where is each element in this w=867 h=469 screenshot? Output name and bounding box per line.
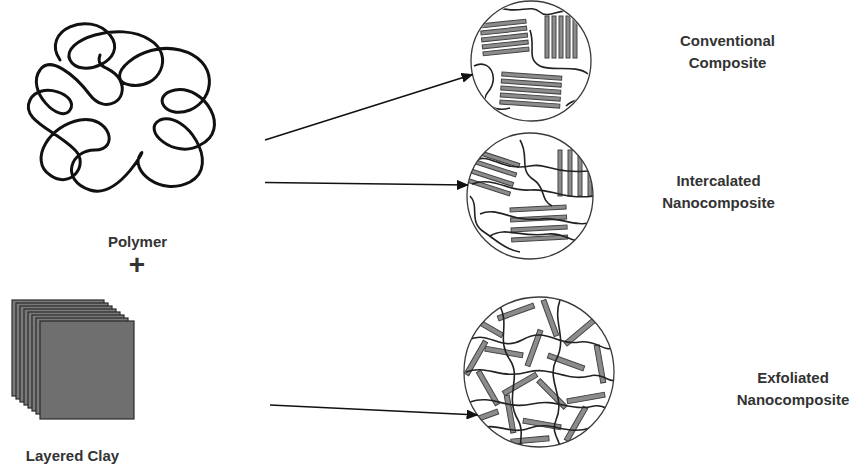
- circle-outline: [470, 0, 592, 122]
- clay-platelet: [567, 392, 605, 404]
- polymer-chain: [474, 64, 510, 109]
- clay-stack: [40, 321, 134, 419]
- clay-tactoid: [502, 72, 562, 80]
- plus-sign: +: [112, 249, 162, 281]
- polymer-chain: [490, 232, 588, 242]
- polymer-chain: [472, 182, 596, 197]
- clay-tactoid: [483, 47, 529, 56]
- process-arrow: [270, 405, 478, 415]
- clay-platelet: [502, 372, 537, 395]
- clay-tactoid: [500, 72, 562, 108]
- clay-tactoid: [545, 16, 577, 58]
- clay-tactoid: [559, 16, 563, 58]
- clay-tactoid: [480, 19, 529, 56]
- clay-stack: [12, 300, 134, 419]
- clay-platelet: [504, 395, 516, 433]
- node-label: Layered Clay: [5, 445, 140, 467]
- clay-platelet: [541, 299, 559, 336]
- clay-node: Layered Clay: [5, 290, 270, 465]
- circle-outline: [466, 132, 594, 260]
- polymer-chain: [468, 335, 614, 349]
- polymer-chain: [500, 8, 584, 15]
- clay-tactoid: [510, 205, 566, 212]
- polymer-chain: [470, 140, 600, 252]
- clay-tactoid: [500, 100, 560, 108]
- clay-tactoid: [511, 225, 567, 232]
- polymer-chain: [470, 158, 600, 171]
- polymer-chain: [530, 30, 588, 74]
- polymer-chain: [500, 306, 524, 448]
- clay-tactoid: [545, 16, 549, 58]
- clay-tactoid: [510, 205, 568, 242]
- clay-tactoid: [501, 79, 561, 87]
- composite-circle: Exfoliated Nanocomposite: [463, 296, 615, 448]
- composite-circle: Conventional Composite: [470, 0, 592, 122]
- polymer-chain: [474, 8, 590, 109]
- polymer-chain: [480, 212, 594, 224]
- node-label: Exfoliated Nanocomposite: [718, 367, 867, 411]
- polymer-chain: [466, 370, 616, 381]
- polymer-node: Polymer: [10, 10, 265, 260]
- polymer-chain: [478, 426, 590, 431]
- process-arrow: [265, 183, 468, 186]
- clay-tactoid: [467, 179, 510, 196]
- polymer-chain: [470, 196, 520, 252]
- clay-tactoid: [467, 150, 519, 196]
- circle-outline: [467, 133, 593, 259]
- polymer-chain: [520, 140, 552, 206]
- node-label: Conventional Composite: [650, 30, 805, 74]
- clay-tactoid: [501, 86, 561, 94]
- circle-outline: [471, 1, 591, 121]
- process-arrow: [265, 74, 473, 140]
- clay-tactoid: [558, 150, 592, 196]
- clay-tactoid: [552, 16, 556, 58]
- clay-tactoid: [558, 150, 562, 196]
- clay-platelet: [564, 406, 587, 441]
- clay-tactoid: [568, 150, 572, 196]
- polymer-chain: [470, 400, 612, 411]
- clay-tactoid: [500, 93, 560, 101]
- conventional-contents: [474, 8, 590, 109]
- circle-outline: [463, 296, 615, 448]
- circle-outline: [464, 297, 614, 447]
- composite-circle: Intercalated Nanocomposite: [466, 132, 594, 260]
- exfoliated-contents: [461, 299, 616, 450]
- node-label: Intercalated Nanocomposite: [646, 170, 791, 214]
- clay-tactoid: [512, 235, 568, 242]
- polymer-coil: [28, 24, 214, 191]
- clay-tactoid: [566, 16, 570, 58]
